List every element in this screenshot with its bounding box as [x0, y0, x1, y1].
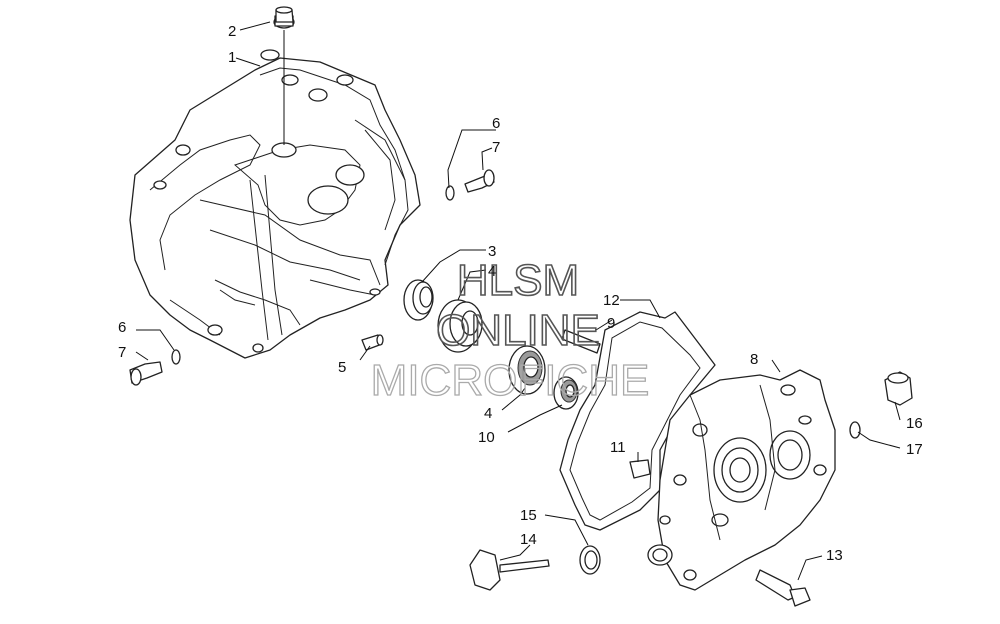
watermark-line-1: HLSM	[457, 256, 579, 305]
callout-6-upper: 6	[492, 115, 500, 132]
watermark: HLSM ONLINE MICROFICHE	[370, 255, 650, 405]
callout-16: 16	[906, 415, 923, 432]
callouts: 2 1 6 7 3 4 12 9 6 7 5 8 4 10 16 17 11 1…	[118, 23, 923, 564]
callout-1: 1	[228, 49, 236, 66]
pin-11	[629, 459, 651, 479]
callout-5: 5	[338, 359, 346, 376]
pin-9	[561, 329, 601, 354]
callout-8: 8	[750, 351, 758, 368]
leader-lines	[135, 21, 901, 581]
gasket-12	[559, 311, 716, 531]
callout-3: 3	[488, 243, 496, 260]
callout-14: 14	[520, 531, 537, 548]
callout-4-upper: 4	[488, 263, 496, 280]
crankcase-right-cover	[647, 369, 836, 591]
callout-12: 12	[603, 292, 620, 309]
dowel-pin-5	[361, 334, 384, 351]
washer-and-bolt-upper	[445, 169, 495, 201]
callout-13: 13	[826, 547, 843, 564]
callout-7-upper: 7	[492, 139, 500, 156]
bearing-4-lower	[508, 345, 546, 395]
part-2-cap	[275, 6, 294, 23]
callout-10: 10	[478, 429, 495, 446]
washer-and-bolt-lower-left	[129, 349, 181, 386]
crankcase-left-half	[129, 15, 421, 359]
o-ring-17	[849, 421, 861, 439]
callout-15: 15	[520, 507, 537, 524]
callout-17: 17	[906, 441, 923, 458]
oil-seal-3	[403, 279, 434, 321]
dipstick-14	[469, 549, 550, 591]
callout-6-lower: 6	[118, 319, 126, 336]
callout-7-lower: 7	[118, 344, 126, 361]
callout-2: 2	[228, 23, 236, 40]
watermark-line-2: ONLINE	[436, 306, 600, 355]
callout-9: 9	[607, 315, 615, 332]
bearing-4-upper	[437, 299, 483, 353]
callout-11: 11	[610, 439, 626, 456]
drain-plug-16	[884, 371, 913, 406]
o-ring-15	[579, 545, 601, 575]
seal-10	[553, 376, 579, 410]
watermark-line-3: MICROFICHE	[371, 356, 650, 405]
bolt-13	[755, 569, 811, 607]
callout-4-lower: 4	[484, 405, 492, 422]
